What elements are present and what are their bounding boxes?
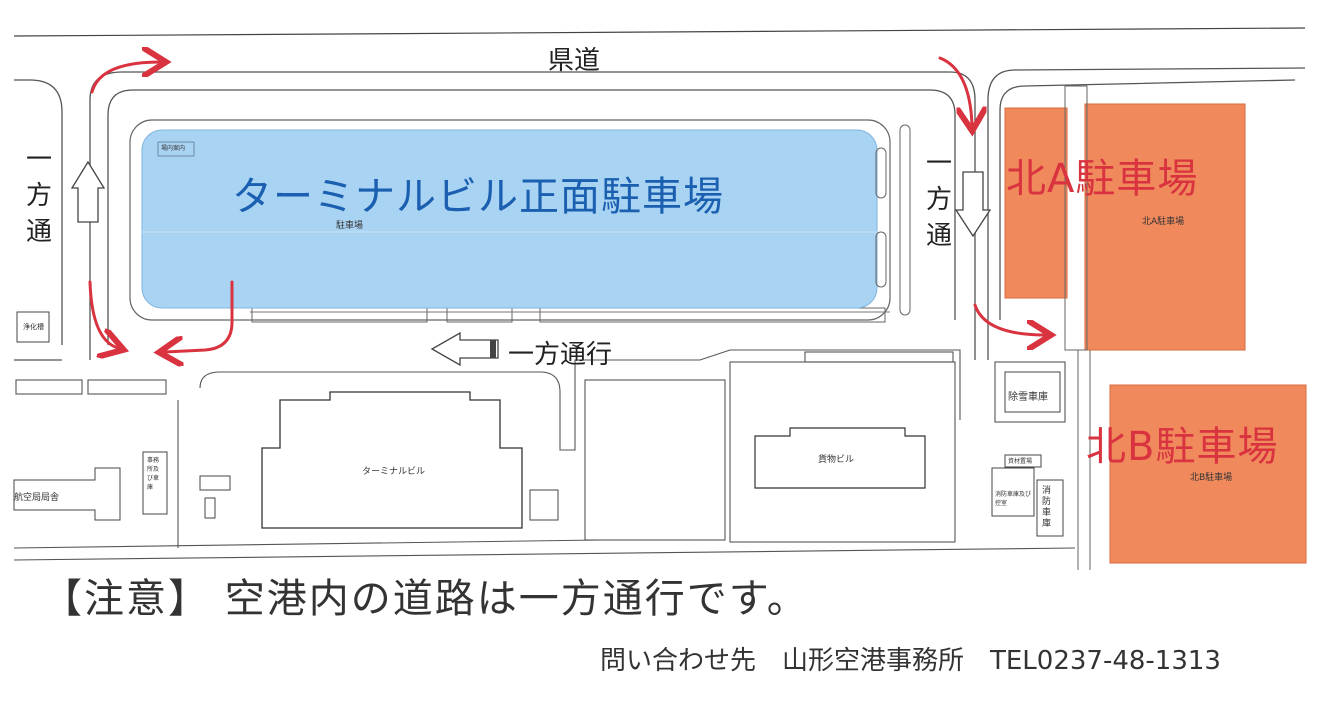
fire-garage-block [1036, 479, 1064, 537]
north-b-parking-small: 北B駐車場 [1190, 473, 1233, 483]
terminal-building-label: ターミナルビル [362, 467, 426, 477]
one-way-right-label: 一方通 [925, 149, 952, 251]
cargo-building-label: 貨物ビル [818, 455, 855, 465]
north-b-parking [1109, 384, 1307, 564]
fire-office-label: 消防車庫及び控室 [995, 491, 1032, 507]
terminal-front-parking-small: 駐車場 [336, 221, 364, 231]
north-a-parking-small: 北A駐車場 [1142, 217, 1185, 227]
prefectural-road-label: 県道 [548, 46, 601, 76]
lower-structures [13, 349, 1076, 561]
fire-office-block [991, 467, 1035, 517]
north-a-parking-title: 北A駐車場 [1006, 156, 1199, 202]
guide-sign [157, 141, 195, 157]
storage-label: 資材置場 [1008, 458, 1033, 465]
guide-sign-label: 場内案内 [161, 145, 186, 152]
storage-block [1004, 454, 1042, 468]
fire-garage-label: 消防車庫 [1042, 486, 1052, 529]
bureau-label: 航空局局舎 [14, 493, 60, 503]
top-rule [13, 27, 1306, 37]
purifier-tank [16, 311, 50, 343]
terminal-front-parking-title: ターミナルビル正面駐車場 [232, 174, 724, 220]
one-way-left-label: 一方通 [25, 145, 52, 247]
purifier-label: 浄化槽 [23, 323, 44, 331]
arrow-left-icon [430, 331, 499, 367]
notice-text: 【注意】 空港内の道路は一方通行です。 [42, 576, 809, 622]
terminal-front-parking [141, 129, 878, 309]
bureau-building [13, 467, 121, 521]
lot-boundary [129, 119, 891, 321]
one-way-horizontal-label: 一方通行 [508, 340, 613, 370]
office-label: 事務所及び車庫 [147, 457, 160, 491]
red-flow-arrows [88, 58, 1045, 352]
cargo-building [754, 427, 926, 489]
office-block [142, 451, 168, 515]
snow-garage-label: 除雪車庫 [1008, 392, 1048, 403]
arrow-down-icon [954, 171, 992, 238]
contact-text: 問い合わせ先 山形空港事務所 TEL0237-48-1313 [600, 646, 1221, 676]
north-a-parking [1004, 85, 1246, 351]
arrow-up-icon [70, 160, 106, 223]
north-b-parking-title: 北B駐車場 [1086, 424, 1279, 470]
terminal-building [261, 391, 523, 529]
